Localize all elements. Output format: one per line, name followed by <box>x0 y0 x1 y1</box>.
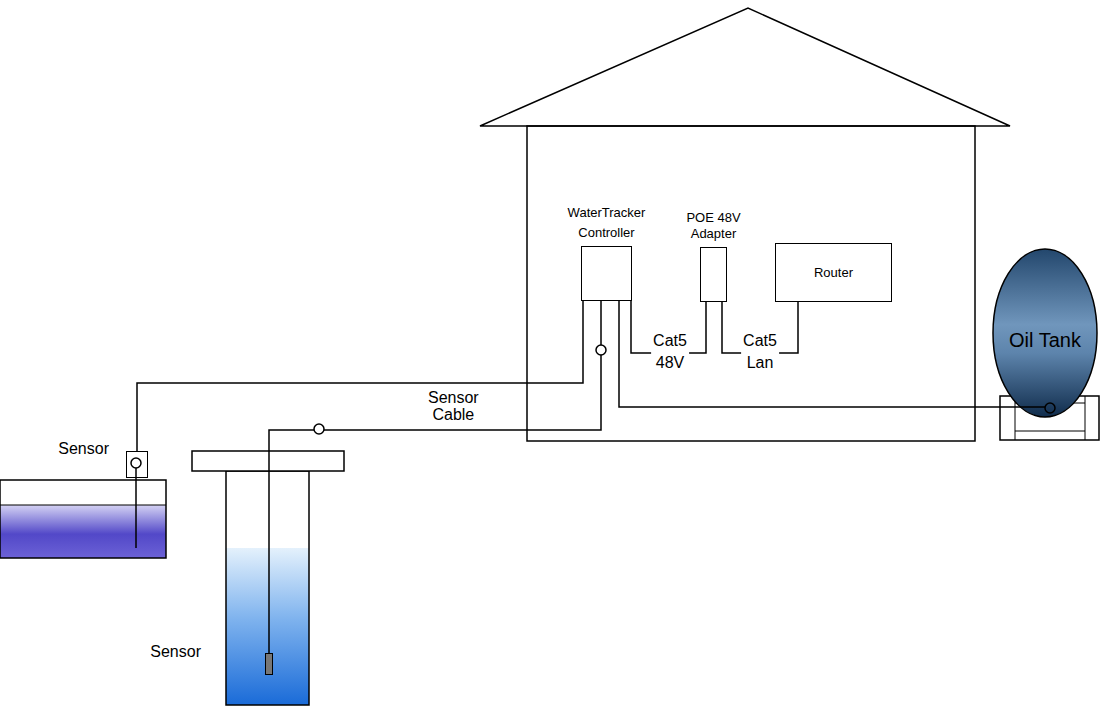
node-heading: WaterTracker Controller <box>559 203 655 243</box>
cable-line <box>137 301 583 451</box>
well-water <box>226 548 309 705</box>
edge-label: Cat5 48V <box>651 330 689 374</box>
tank-water <box>0 505 166 558</box>
sensor-probe <box>135 468 137 548</box>
node-heading: Sensor <box>58 439 109 459</box>
cable-label: Sensor Cable <box>428 389 479 423</box>
tank-lid-line <box>0 505 166 506</box>
sensor-box: Sensor <box>126 451 148 478</box>
node-label: Router <box>814 265 853 281</box>
water-tank <box>0 480 166 558</box>
tank-sensor <box>1045 403 1055 413</box>
tank-stand <box>1000 396 1099 440</box>
stand-rail <box>1015 431 1085 432</box>
controller-box: WaterTracker Controller <box>581 246 632 301</box>
well-cap <box>192 451 344 471</box>
submersible-sensor: Sensor <box>265 653 273 675</box>
node-label: Oil Tank <box>1009 314 1081 352</box>
cable-junction <box>314 424 324 434</box>
cable-line <box>269 301 601 653</box>
stand-leg <box>1085 396 1086 440</box>
cable-junction <box>596 345 606 355</box>
cable-line <box>619 301 1020 407</box>
node-heading: Sensor <box>150 642 201 662</box>
edge-label: Cat5 Lan <box>741 330 779 374</box>
well-casing <box>226 471 309 705</box>
poe-adapter-box: POE 48V Adapter <box>700 247 727 302</box>
tank-feed <box>1020 406 1045 408</box>
node-heading: POE 48V Adapter <box>679 210 749 242</box>
router-box: Router <box>775 243 892 302</box>
tank-body <box>993 249 1097 417</box>
house-roof <box>480 8 1010 126</box>
oil-tank: Oil Tank <box>992 248 1098 418</box>
sensor-mount <box>131 458 141 468</box>
house-wall <box>527 126 975 441</box>
